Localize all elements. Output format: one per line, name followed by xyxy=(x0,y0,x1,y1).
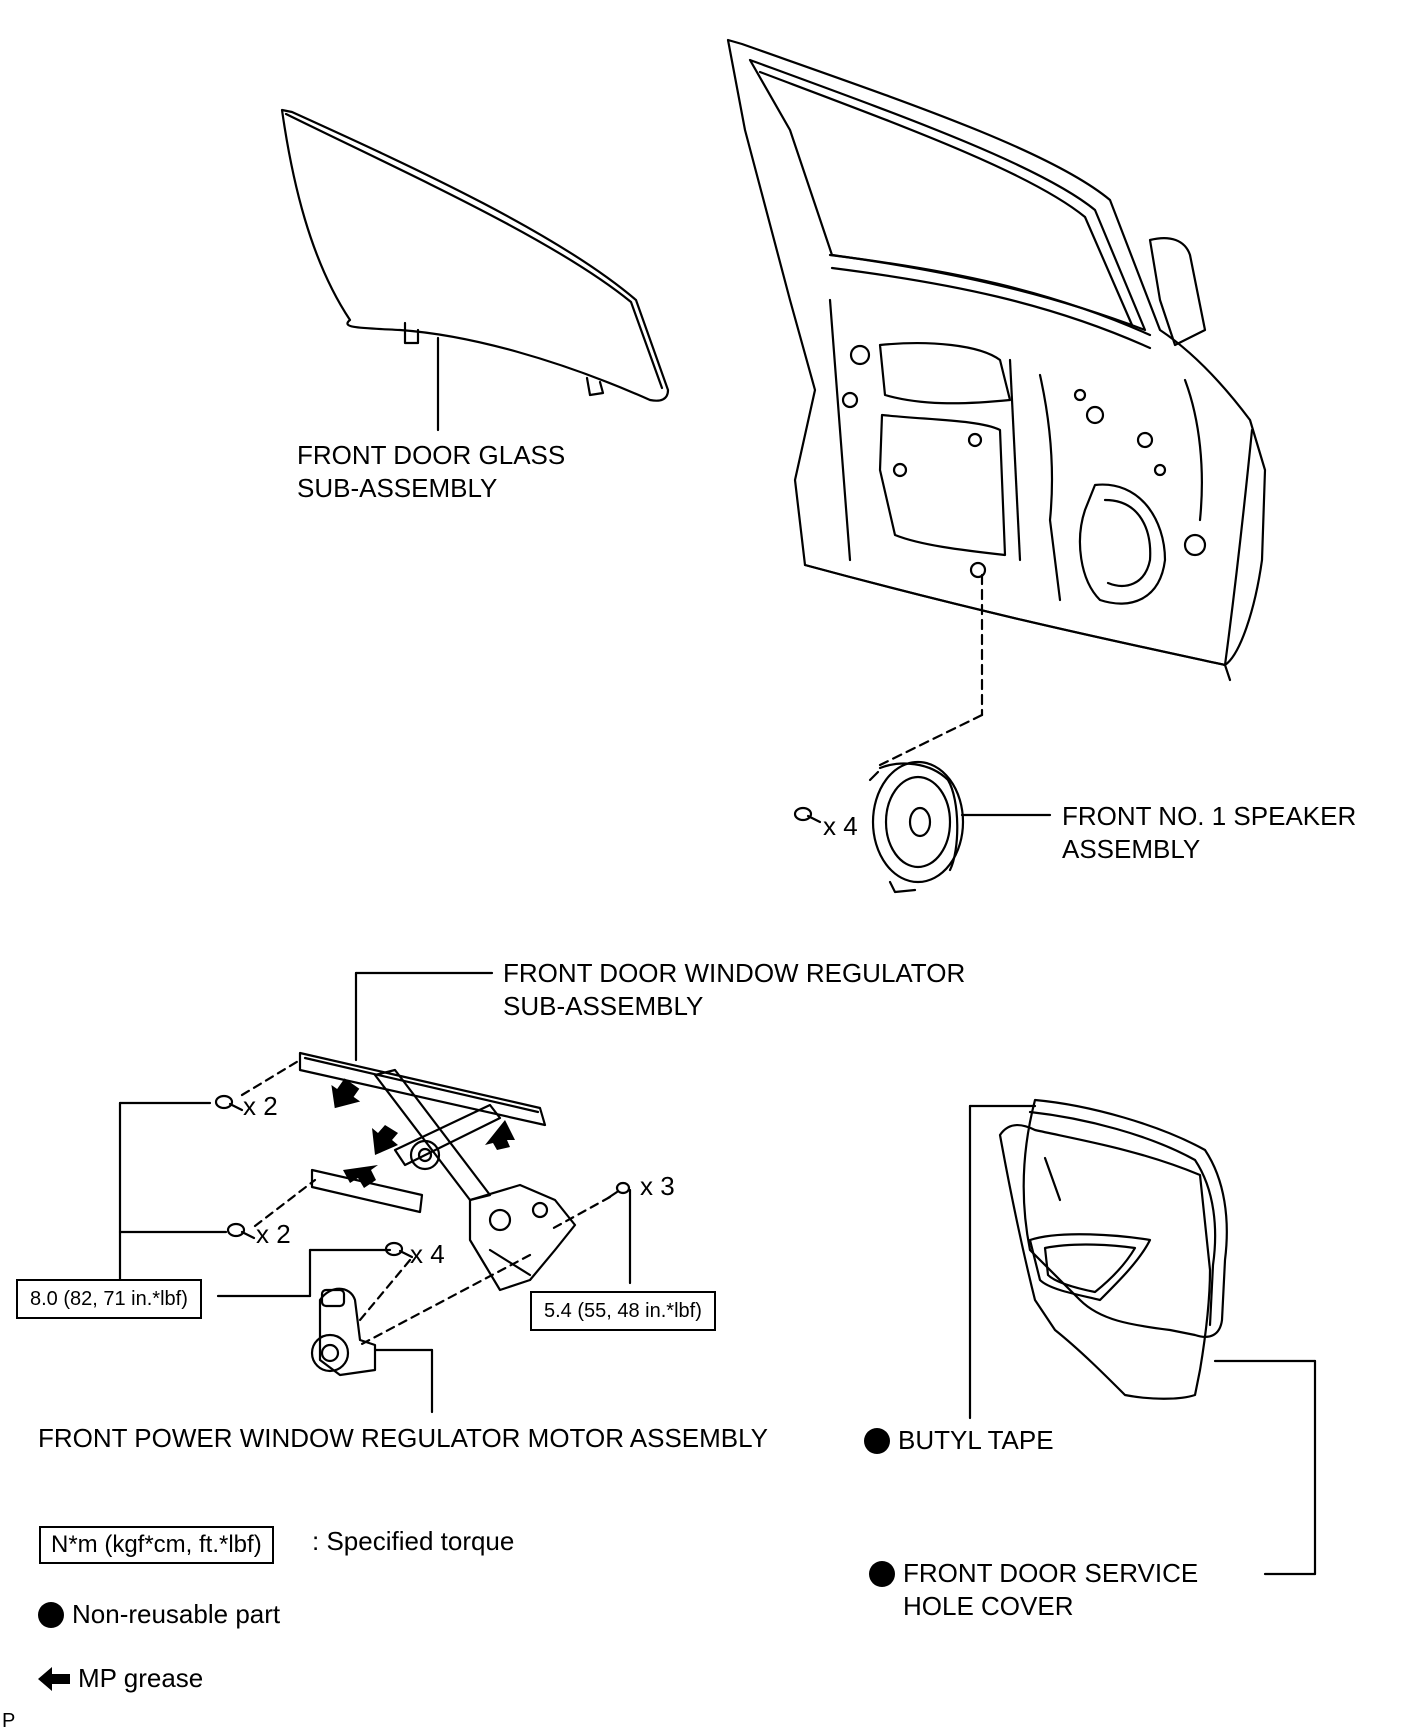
legend-mp-grease-text: MP grease xyxy=(78,1663,204,1693)
regulator-label: FRONT DOOR WINDOW REGULATOR SUB-ASSEMBLY xyxy=(503,957,965,1023)
reg-mid-bolt-qty: x 2 xyxy=(256,1219,291,1249)
grease-arrows xyxy=(331,1078,515,1188)
torque-box-right: 5.4 (55, 48 in.*lbf) xyxy=(530,1291,716,1331)
regulator-dash-lines xyxy=(240,1058,612,1347)
non-reusable-dot-icon xyxy=(869,1561,895,1587)
speaker-drawing xyxy=(868,760,965,894)
right-bolt-qty: x 3 xyxy=(640,1171,675,1201)
reg-top-bolt-qty: x 2 xyxy=(243,1091,278,1121)
motor-label: FRONT POWER WINDOW REGULATOR MOTOR ASSEM… xyxy=(38,1423,768,1453)
butyl-tape-label: BUTYL TAPE xyxy=(864,1424,1054,1457)
regulator-label-line2: SUB-ASSEMBLY xyxy=(503,991,704,1021)
regulator-label-line1: FRONT DOOR WINDOW REGULATOR xyxy=(503,958,966,988)
corner-mark: P xyxy=(2,1710,16,1732)
speaker-label-line1: FRONT NO. 1 SPEAKER xyxy=(1062,801,1357,831)
motor-drawing xyxy=(310,1287,377,1377)
glass-label-line2: SUB-ASSEMBLY xyxy=(297,473,498,503)
legend-non-reusable-text: Non-reusable part xyxy=(72,1599,281,1629)
front-door-glass-drawing xyxy=(280,108,670,402)
speaker-bolt-drawing xyxy=(793,806,822,824)
butyl-tape-text: BUTYL TAPE xyxy=(898,1425,1054,1455)
torque-box-left: 8.0 (82, 71 in.*lbf) xyxy=(16,1279,202,1319)
glass-label-line1: FRONT DOOR GLASS xyxy=(297,440,566,470)
speaker-label-line2: ASSEMBLY xyxy=(1062,834,1201,864)
non-reusable-dot-icon xyxy=(864,1428,890,1454)
grease-arrow-icon xyxy=(38,1667,70,1691)
speaker-bolt-qty: x 4 xyxy=(823,811,858,841)
window-regulator-drawing xyxy=(298,1051,577,1292)
legend-non-reusable: Non-reusable part xyxy=(38,1598,280,1631)
non-reusable-dot-icon xyxy=(38,1602,64,1628)
legend-mp-grease: MP grease xyxy=(38,1662,203,1695)
legend-torque-text: : Specified torque xyxy=(312,1526,515,1556)
left-torque-bracket xyxy=(118,1101,392,1298)
speaker-label: FRONT NO. 1 SPEAKER ASSEMBLY xyxy=(1062,800,1356,866)
service-hole-cover-drawing xyxy=(998,1098,1228,1400)
door-panel-drawing xyxy=(726,38,1267,682)
glass-label: FRONT DOOR GLASS SUB-ASSEMBLY xyxy=(297,439,565,505)
legend-torque-box: N*m (kgf*cm, ft.*lbf) xyxy=(39,1526,274,1564)
service-cover-label: FRONT DOOR SERVICE HOLE COVER xyxy=(869,1557,1199,1623)
motor-bolt-qty: x 4 xyxy=(410,1239,445,1269)
service-cover-line1: FRONT DOOR SERVICE xyxy=(903,1558,1199,1588)
service-cover-line2: HOLE COVER xyxy=(903,1591,1074,1621)
